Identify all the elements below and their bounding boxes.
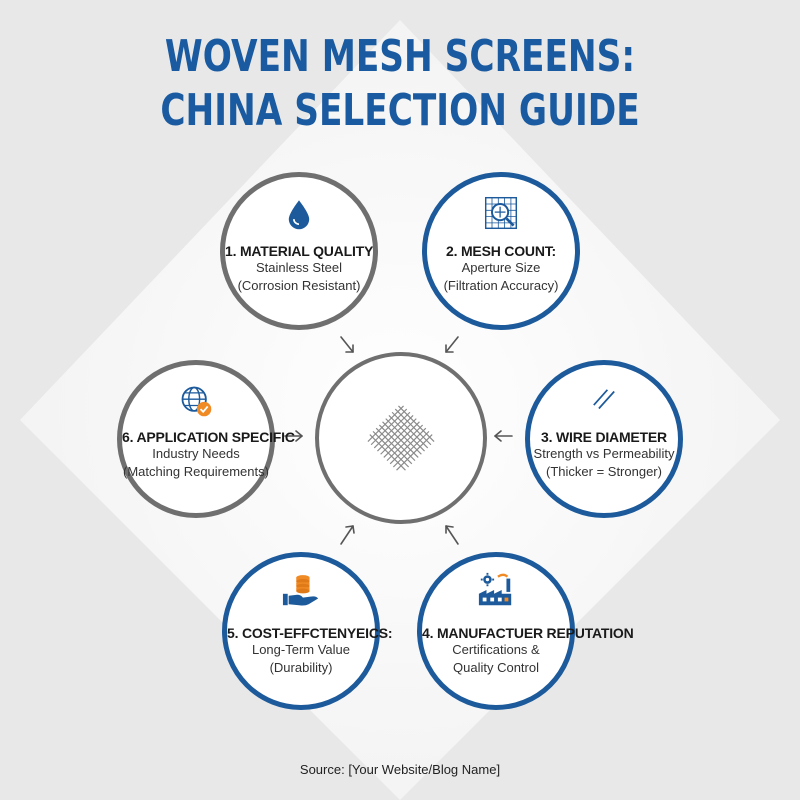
item-line-2: (Corrosion Resistant) [237, 278, 361, 293]
item-line-1: Aperture Size [461, 260, 541, 275]
item-heading: 1. MATERIAL QUALITY [225, 243, 374, 259]
globe-check-icon [181, 386, 212, 417]
source-caption: Source: [Your Website/Blog Name] [299, 762, 501, 777]
wire-lines-icon [593, 389, 615, 410]
arrow-2-to-center [445, 336, 459, 353]
item-line-1: Long-Term Value [251, 642, 351, 657]
item-line-1: Industry Needs [152, 446, 240, 461]
item-line-2: Quality Control [453, 660, 539, 675]
item-cost-effectiveness: 5. COST-EFFCTENYEICS: Long-Term Value (D… [222, 552, 393, 710]
item-wire-diameter: 3. WIRE DIAMETER Strength vs Permeabilit… [525, 360, 683, 518]
item-line-2: (Matching Requirements) [123, 464, 269, 479]
page-title: WOVEN MESH SCREENS: CHINA SELECTION GUID… [88, 30, 712, 138]
item-line-1: Certifications & [452, 642, 540, 657]
arrow-3-to-center [494, 430, 513, 442]
title-line-2: CHINA SELECTION GUIDE [160, 85, 640, 136]
item-line-1: Stainless Steel [256, 260, 342, 275]
woven-mesh-icon [367, 405, 435, 471]
mesh-magnifier-icon [484, 196, 518, 230]
item-manufacturer-reputation: 4. MANUFACTUER REPUTATION Certifications… [417, 552, 634, 710]
item-material-quality: 1. MATERIAL QUALITY Stainless Steel (Cor… [220, 172, 378, 330]
item-heading: 6. APPLICATION SPECIFIC [122, 429, 295, 445]
item-line-2: (Thicker = Stronger) [546, 464, 662, 479]
arrow-4-to-center [445, 525, 459, 545]
title-line-1: WOVEN MESH SCREENS: [164, 31, 636, 82]
item-heading: 3. WIRE DIAMETER [541, 429, 667, 445]
item-heading: 5. COST-EFFCTENYEICS: [227, 625, 393, 641]
water-drop-icon [288, 200, 310, 230]
coins-hand-icon [282, 575, 319, 606]
center-circle [315, 352, 487, 524]
arrow-6-to-center [284, 430, 303, 442]
factory-gear-icon [478, 572, 512, 606]
item-mesh-count: 2. MESH COUNT: Aperture Size (Filtration… [422, 172, 580, 330]
item-application-specific: 6. APPLICATION SPECIFIC Industry Needs (… [117, 360, 295, 518]
arrow-5-to-center [340, 525, 355, 545]
item-line-1: Strength vs Permeability [533, 446, 675, 461]
item-line-2: (Filtration Accuracy) [443, 278, 559, 293]
arrow-1-to-center [340, 336, 354, 353]
item-heading: 4. MANUFACTUER REPUTATION [422, 625, 634, 641]
item-line-2: (Durability) [269, 660, 333, 675]
item-heading: 2. MESH COUNT: [446, 243, 556, 259]
